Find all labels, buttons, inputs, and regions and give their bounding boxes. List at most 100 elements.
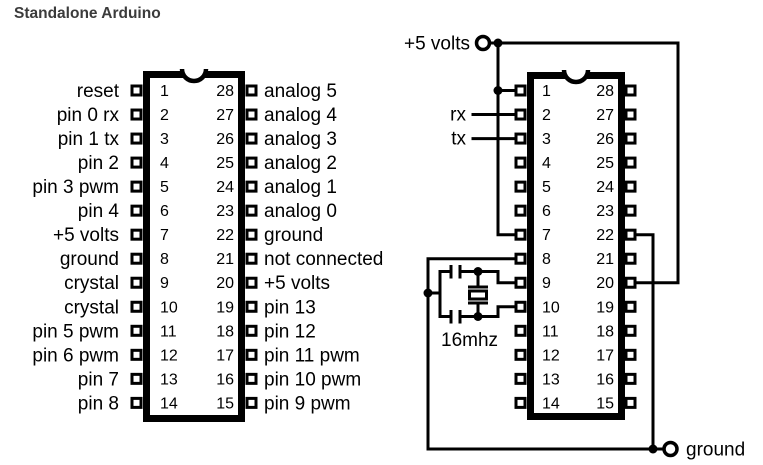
left-chip-pin-number: 15 — [216, 395, 234, 412]
right-chip-body — [527, 72, 625, 420]
left-chip-pin-pad-right — [245, 252, 258, 265]
left-chip-pin-number: 8 — [160, 251, 169, 268]
left-chip-pin-label: reset — [77, 81, 120, 102]
left-chip-pin-label: ground — [264, 225, 323, 246]
right-chip-pin-number: 26 — [596, 131, 614, 148]
left-chip-pin-pad-right — [245, 324, 258, 337]
left-chip-pin-pad-left — [130, 348, 143, 361]
left-chip-pin-label: crystal — [64, 273, 119, 294]
right-chip-pin-pad-left — [514, 84, 527, 97]
right-chip-pin-number: 16 — [596, 371, 614, 388]
right-chip-pin-pad-left — [514, 132, 527, 145]
left-chip-pin-number: 18 — [216, 323, 234, 340]
left-chip-pin-label: pin 5 pwm — [32, 321, 119, 342]
right-chip-pin-pad-left — [514, 180, 527, 193]
right-chip-pin-number: 20 — [596, 275, 614, 292]
right-chip-pin-number: 21 — [596, 251, 614, 268]
left-chip-pin-pad-left — [130, 204, 143, 217]
left-chip-pin-label: pin 1 tx — [58, 129, 120, 150]
left-chip-pin-label: analog 4 — [264, 105, 337, 126]
rx-label: rx — [450, 105, 466, 126]
right-chip-pin-pad-right — [624, 300, 637, 313]
right-chip-pin-number: 24 — [596, 179, 614, 196]
left-chip-pin-label: not connected — [264, 249, 383, 270]
right-chip-pin-number: 7 — [542, 227, 551, 244]
right-chip-pin-pad-left — [514, 276, 527, 289]
left-chip-pin-label: pin 9 pwm — [264, 393, 351, 414]
left-chip-pin-number: 6 — [160, 203, 169, 220]
left-chip-body — [143, 71, 245, 422]
plus5v-net: +5 volts — [404, 34, 680, 285]
left-chip-pin-number: 23 — [216, 203, 234, 220]
right-chip-pin-pad-left — [514, 300, 527, 313]
left-chip-pin-pad-right — [245, 348, 258, 361]
ground-rail-from-pin8 — [426, 257, 665, 451]
left-chip-pin-label: pin 4 — [78, 201, 120, 222]
tx-label: tx — [451, 129, 466, 150]
left-chip-pin-number: 20 — [216, 275, 234, 292]
left-chip-pin-pad-right — [245, 204, 258, 217]
left-chip-pin-number: 7 — [160, 227, 169, 244]
left-chip-pin-number: 2 — [160, 107, 169, 124]
crystal-body — [468, 289, 488, 301]
left-chip-pin-pad-left — [130, 324, 143, 337]
left-chip-pin-label: +5 volts — [53, 225, 119, 246]
crystal-circuit: 16mhz — [423, 265, 517, 351]
right-chip-pin-number: 27 — [596, 107, 614, 124]
plus5v-right-rail-to-pin20 — [633, 41, 680, 285]
right-chip-pin-number: 10 — [542, 299, 560, 316]
left-chip-pin-pad-left — [130, 372, 143, 385]
left-chip-pin-label: pin 10 pwm — [264, 369, 361, 390]
left-chip-pin-label: pin 12 — [264, 321, 316, 342]
left-chip-pin-pad-right — [245, 228, 258, 241]
left-chip-pin-number: 24 — [216, 179, 234, 196]
junction-dot — [473, 312, 483, 321]
ground-label: ground — [686, 440, 745, 461]
right-chip-pin-pad-right — [624, 84, 637, 97]
junction-dot — [493, 86, 503, 95]
right-chip-pin-number: 6 — [542, 203, 551, 220]
right-chip-pin-number: 14 — [542, 395, 560, 412]
left-chip-pin-number: 12 — [160, 347, 178, 364]
left-chip-pin-number: 10 — [160, 299, 178, 316]
right-chip-pin-pad-right — [624, 372, 637, 385]
right-chip-pin-number: 25 — [596, 155, 614, 172]
right-chip-pin-pad-right — [624, 348, 637, 361]
wire-to-pin10 — [496, 305, 517, 318]
ground-terminal — [662, 440, 679, 458]
right-chip-pin-number: 9 — [542, 275, 551, 292]
left-chip-pin-number: 4 — [160, 155, 169, 172]
left-chip-pin-number: 16 — [216, 371, 234, 388]
left-chip-pin-label: ground — [60, 249, 119, 270]
right-chip-notch-arc — [561, 69, 591, 85]
junction-dot — [648, 444, 658, 454]
right-chip-pin-pad-left — [514, 108, 527, 121]
left-chip-pin-label: analog 5 — [264, 81, 337, 102]
right-chip-pin-pad-right — [624, 204, 637, 217]
left-chip-pin-label: pin 13 — [264, 297, 316, 318]
right-chip-pin-pad-right — [624, 156, 637, 169]
left-chip-pin-label: pin 8 — [78, 393, 119, 414]
left-chip-pin-label: crystal — [64, 297, 119, 318]
right-chip-pin-number: 12 — [542, 347, 560, 364]
right-chip-pin-number: 8 — [542, 251, 551, 268]
right-chip-pin-pad-left — [514, 156, 527, 169]
left-chip-pin-pad-right — [245, 132, 258, 145]
right-chip-pin-pad-right — [624, 132, 637, 145]
left-chip-pin-label: pin 3 pwm — [32, 177, 119, 198]
left-chip-pin-pad-right — [245, 300, 258, 313]
left-chip-pin-pad-left — [130, 228, 143, 241]
left-chip-pin-number: 22 — [216, 227, 234, 244]
right-chip-pin-number: 22 — [596, 227, 614, 244]
left-chip-pin-number: 25 — [216, 155, 234, 172]
left-chip-pin-label: pin 6 pwm — [32, 345, 119, 366]
right-chip-pin-pad-right — [624, 252, 637, 265]
right-chip-pin-pad-right — [624, 324, 637, 337]
right-chip-pin-number: 15 — [596, 395, 614, 412]
left-chip-pin-label: pin 7 — [78, 369, 119, 390]
right-chip-pin-number: 23 — [596, 203, 614, 220]
